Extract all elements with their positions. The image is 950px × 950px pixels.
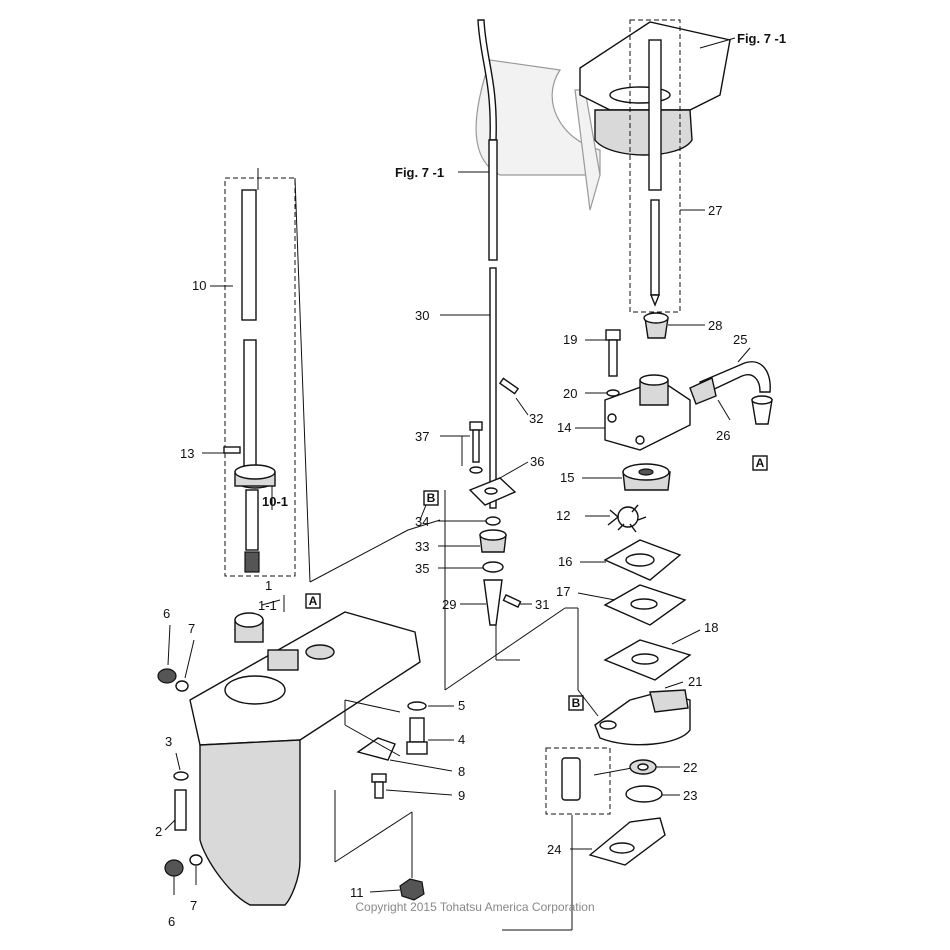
bolt-37 <box>440 421 483 474</box>
nut-6b <box>164 859 184 895</box>
fig-ref-shift: Fig. 7 -1 <box>395 165 444 180</box>
label-10: 10 <box>192 278 206 293</box>
label-1-1: 1-1 <box>258 598 277 613</box>
label-21: 21 <box>688 674 702 689</box>
plate-36 <box>468 461 529 506</box>
label-26: 26 <box>716 428 730 443</box>
plate-17 <box>577 584 687 626</box>
part-labels: 1 1-1 2 3 4 5 6 6 7 7 8 9 10 10-1 11 12 … <box>155 203 747 929</box>
washer-20 <box>585 389 620 397</box>
label-13: 13 <box>180 446 194 461</box>
label-37: 37 <box>415 429 429 444</box>
label-22: 22 <box>683 760 697 775</box>
plate-8 <box>356 737 453 772</box>
nut-6a <box>157 624 177 684</box>
copyright-text: Copyright 2015 Tohatsu America Corporati… <box>355 900 594 914</box>
label-16: 16 <box>558 554 572 569</box>
guide-lines <box>257 168 599 931</box>
label-28: 28 <box>708 318 722 333</box>
label-17: 17 <box>556 584 570 599</box>
label-23: 23 <box>683 788 697 803</box>
drive-shaft-box-27 <box>629 19 705 313</box>
lower-housing-1 <box>189 595 421 906</box>
oring-23 <box>625 785 680 803</box>
label-31: 31 <box>535 597 549 612</box>
label-19: 19 <box>563 332 577 347</box>
label-30: 30 <box>415 308 429 323</box>
label-1: 1 <box>265 578 272 593</box>
washer-7b <box>189 854 203 885</box>
label-36: 36 <box>530 454 544 469</box>
gasket-16 <box>580 539 682 581</box>
ref-box-a2: A <box>752 455 768 471</box>
pump-base-21 <box>594 681 691 746</box>
seal-22 <box>545 747 680 815</box>
impeller-12 <box>585 504 647 533</box>
label-18: 18 <box>704 620 718 635</box>
screw-9 <box>371 773 453 799</box>
washer-5 <box>407 701 454 711</box>
bushing-1-1 <box>234 599 281 643</box>
label-33: 33 <box>415 539 429 554</box>
label-4: 4 <box>458 732 465 747</box>
label-8: 8 <box>458 764 465 779</box>
label-15: 15 <box>560 470 574 485</box>
label-24: 24 <box>547 842 561 857</box>
label-9: 9 <box>458 788 465 803</box>
washer-7a <box>175 639 195 692</box>
grommet-26 <box>717 395 773 425</box>
bolt-4 <box>406 717 454 755</box>
insert-15 <box>582 463 671 491</box>
ref-box-b2: B <box>568 695 584 711</box>
ref-box-b1: B <box>423 490 439 506</box>
bolt-19 <box>585 329 621 377</box>
label-6b: 6 <box>168 914 175 929</box>
label-12: 12 <box>556 508 570 523</box>
label-7b: 7 <box>190 898 197 913</box>
label-29: 29 <box>442 597 456 612</box>
label-32: 32 <box>529 411 543 426</box>
pin-13 <box>202 446 241 454</box>
pump-housing-14 <box>575 374 691 451</box>
label-27: 27 <box>708 203 722 218</box>
grommet-28 <box>643 312 705 339</box>
label-6a: 6 <box>163 606 170 621</box>
label-35: 35 <box>415 561 429 576</box>
label-10-1: 10-1 <box>262 494 288 509</box>
label-34: 34 <box>415 514 429 529</box>
gasket-18 <box>603 629 701 681</box>
ref-box-a1: A <box>305 593 321 609</box>
upper-housing-ghost <box>475 59 601 211</box>
label-20: 20 <box>563 386 577 401</box>
fig-ref-top: Fig. 7 -1 <box>737 31 786 46</box>
label-25: 25 <box>733 332 747 347</box>
svg-text:A: A <box>756 456 765 470</box>
washer-3 <box>173 752 189 781</box>
seal-stack <box>438 516 532 626</box>
label-11: 11 <box>350 885 364 900</box>
stud-2 <box>164 789 187 831</box>
svg-text:B: B <box>572 696 581 710</box>
shift-rod-30 <box>440 19 498 509</box>
label-7a: 7 <box>188 621 195 636</box>
svg-text:A: A <box>309 594 318 608</box>
svg-text:B: B <box>427 491 436 505</box>
gasket-24 <box>570 817 666 866</box>
pin-32 <box>498 377 529 416</box>
drive-shaft-10 <box>210 177 296 577</box>
nut-11 <box>369 878 425 901</box>
label-3: 3 <box>165 734 172 749</box>
hose-25 <box>689 347 771 405</box>
label-5: 5 <box>458 698 465 713</box>
label-2: 2 <box>155 824 162 839</box>
label-14: 14 <box>557 420 571 435</box>
